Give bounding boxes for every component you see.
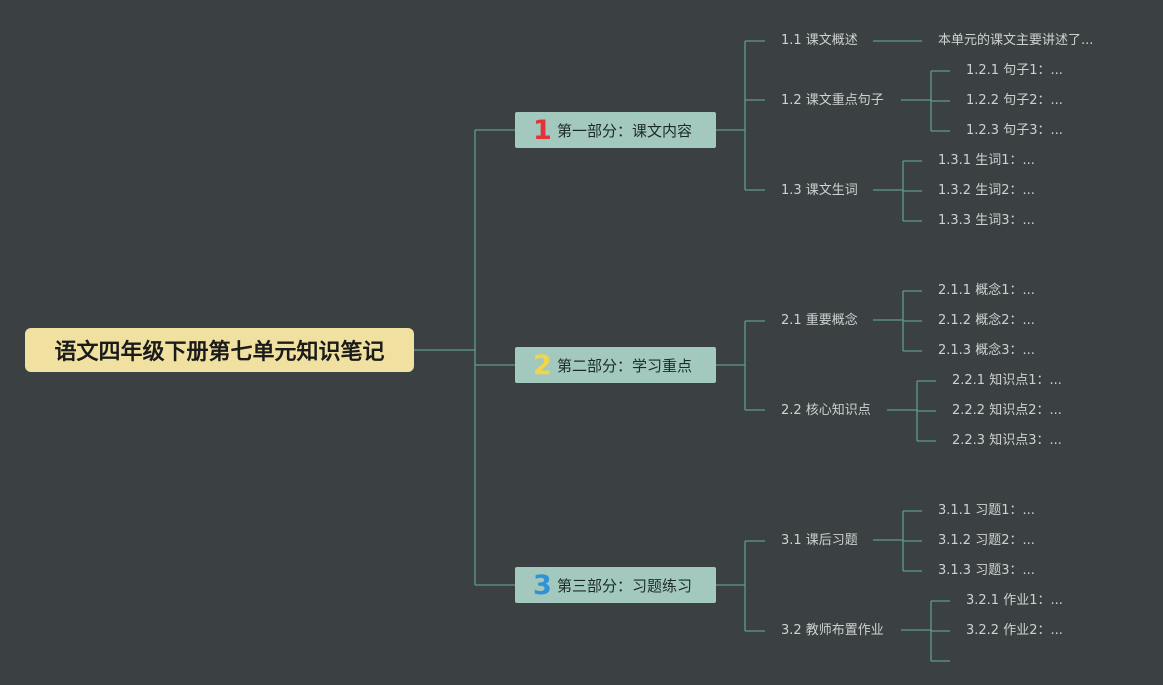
- leaf-1-3-2[interactable]: 1.3.2 生词2：...: [938, 183, 1035, 198]
- leaf-1-2-1[interactable]: 1.2.1 句子1：...: [966, 63, 1063, 78]
- leaf-2-2-1[interactable]: 2.2.1 知识点1：...: [952, 373, 1062, 388]
- section-3-node[interactable]: 3 第三部分：习题练习: [515, 567, 716, 603]
- item-1-3[interactable]: 1.3 课文生词: [781, 183, 858, 198]
- item-1-2[interactable]: 1.2 课文重点句子: [781, 93, 884, 108]
- leaf-2-1-3[interactable]: 2.1.3 概念3：...: [938, 343, 1035, 358]
- leaf-3-2-1[interactable]: 3.2.1 作业1：...: [966, 593, 1063, 608]
- section-1-label: 第一部分：课文内容: [557, 121, 693, 140]
- leaf-1-2-3[interactable]: 1.2.3 句子3：...: [966, 123, 1063, 138]
- section-3-number: 3: [533, 569, 552, 601]
- item-2-2[interactable]: 2.2 核心知识点: [781, 403, 871, 418]
- leaf-1-1-1[interactable]: 本单元的课文主要讲述了...: [938, 33, 1094, 48]
- item-1-1[interactable]: 1.1 课文概述: [781, 33, 858, 48]
- section-3-label: 第三部分：习题练习: [557, 576, 693, 595]
- section-2-label: 第二部分：学习重点: [557, 356, 693, 375]
- section-1-number: 1: [533, 114, 552, 146]
- leaf-3-1-3[interactable]: 3.1.3 习题3：...: [938, 563, 1035, 578]
- leaf-3-1-1[interactable]: 3.1.1 习题1：...: [938, 503, 1035, 518]
- leaf-1-3-1[interactable]: 1.3.1 生词1：...: [938, 153, 1035, 168]
- leaf-2-1-1[interactable]: 2.1.1 概念1：...: [938, 283, 1035, 298]
- leaf-2-1-2[interactable]: 2.1.2 概念2：...: [938, 313, 1035, 328]
- section-2-node[interactable]: 2 第二部分：学习重点: [515, 347, 716, 383]
- leaf-3-1-2[interactable]: 3.1.2 习题2：...: [938, 533, 1035, 548]
- item-2-1[interactable]: 2.1 重要概念: [781, 313, 858, 328]
- item-3-1[interactable]: 3.1 课后习题: [781, 533, 858, 548]
- leaf-2-2-2[interactable]: 2.2.2 知识点2：...: [952, 403, 1062, 418]
- section-1-node[interactable]: 1 第一部分：课文内容: [515, 112, 716, 148]
- leaf-1-3-3[interactable]: 1.3.3 生词3：...: [938, 213, 1035, 228]
- item-3-2[interactable]: 3.2 教师布置作业: [781, 623, 884, 638]
- leaf-2-2-3[interactable]: 2.2.3 知识点3：...: [952, 433, 1062, 448]
- section-2-number: 2: [533, 349, 552, 381]
- leaf-1-2-2[interactable]: 1.2.2 句子2：...: [966, 93, 1063, 108]
- leaf-3-2-2[interactable]: 3.2.2 作业2：...: [966, 623, 1063, 638]
- root-topic[interactable]: 语文四年级下册第七单元知识笔记: [25, 328, 414, 372]
